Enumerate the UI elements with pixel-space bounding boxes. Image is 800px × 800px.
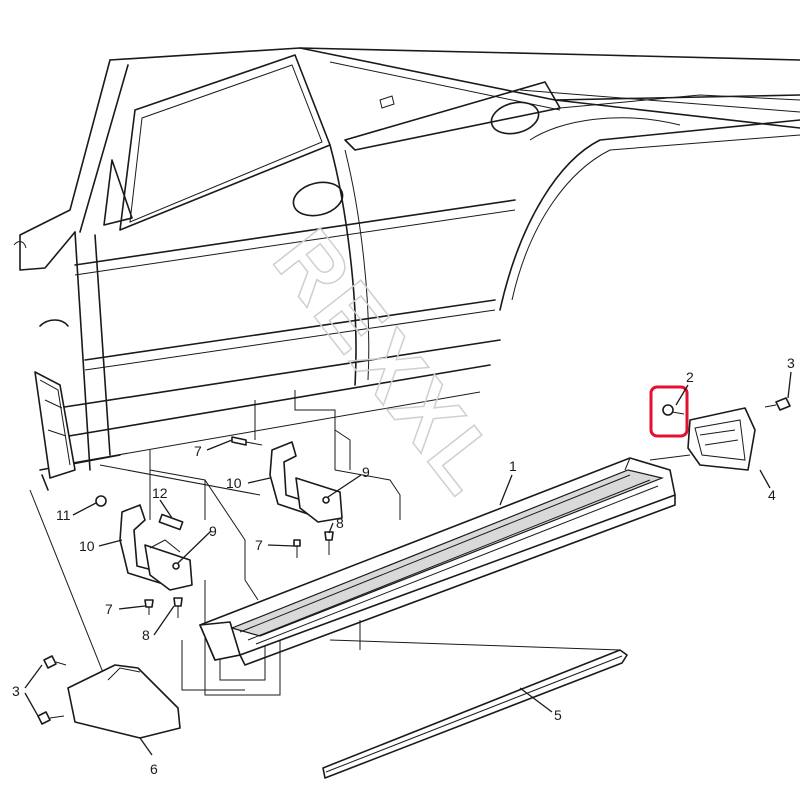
rear-end-cap <box>662 397 791 471</box>
leader-lines <box>24 371 792 756</box>
running-board <box>199 457 676 666</box>
callout-9-rear: 9 <box>362 464 370 480</box>
callout-labels: 1 2 3 3 4 5 6 7 7 7 8 8 9 9 10 10 11 12 <box>12 355 795 777</box>
callout-6: 6 <box>150 761 158 777</box>
front-mounting-bracket <box>119 504 193 591</box>
highlight-box <box>649 385 689 438</box>
callout-3-front: 3 <box>12 683 20 699</box>
callout-8-rear: 8 <box>336 515 344 531</box>
callout-2: 2 <box>686 369 694 385</box>
callout-12: 12 <box>152 485 168 501</box>
callout-11: 11 <box>56 507 71 523</box>
callout-9-front: 9 <box>209 523 217 539</box>
front-end-cap <box>37 655 181 739</box>
callout-7-top: 7 <box>194 443 202 459</box>
callout-10-rear: 10 <box>226 475 242 491</box>
callout-1: 1 <box>509 458 517 474</box>
rear-mounting-bracket <box>269 441 343 523</box>
callout-8-front: 8 <box>142 627 150 643</box>
callout-10-front: 10 <box>79 538 95 554</box>
watermark: REXXL <box>255 213 519 514</box>
callout-3-rear: 3 <box>787 355 795 371</box>
callout-4: 4 <box>768 487 776 503</box>
reference-lines <box>29 390 691 696</box>
vehicle-body <box>13 47 800 491</box>
fasteners <box>95 436 334 618</box>
callout-7-lower: 7 <box>105 601 113 617</box>
callout-7-middle: 7 <box>255 537 263 553</box>
trim-molding <box>322 649 628 779</box>
callout-5: 5 <box>554 707 562 723</box>
